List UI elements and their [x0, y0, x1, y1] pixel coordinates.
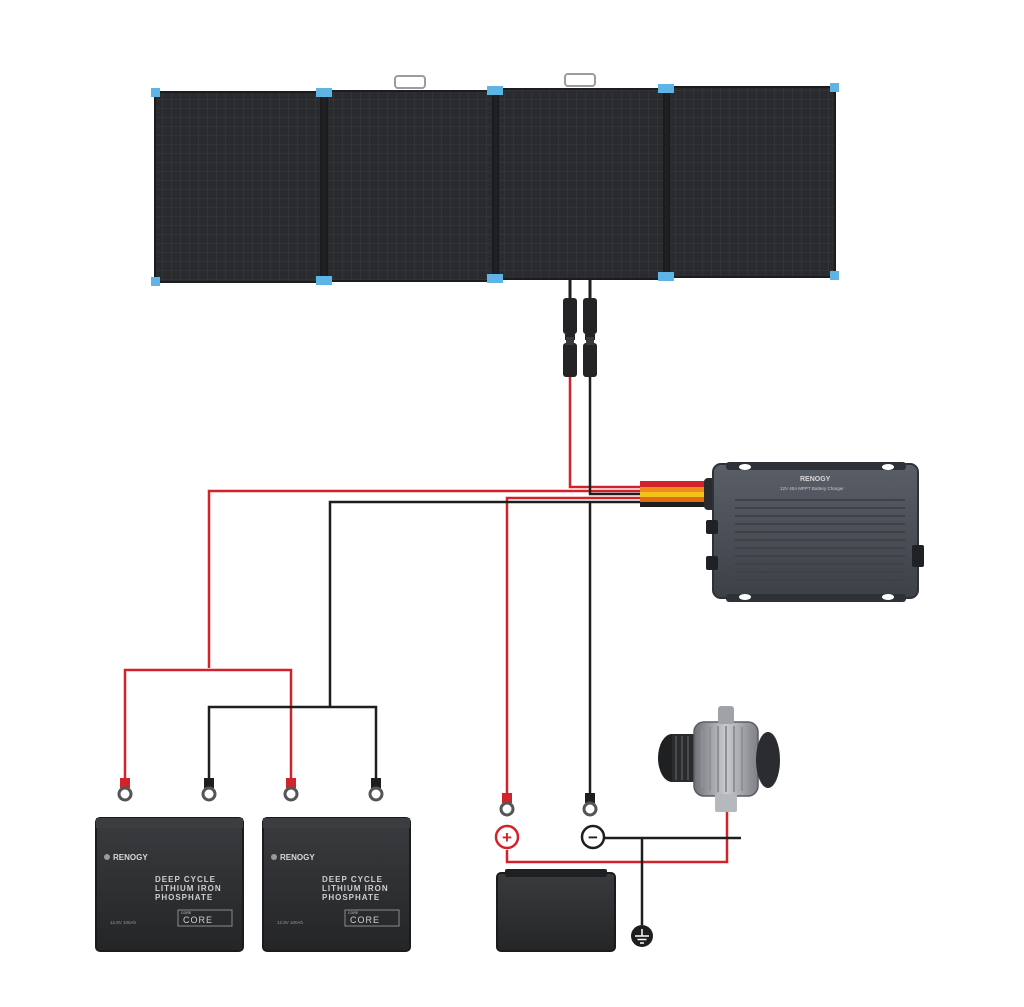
battery-label-line1: DEEP CYCLE [155, 875, 216, 884]
positive-terminal-icon: + [494, 824, 520, 850]
negative-terminal-icon: − [580, 824, 606, 850]
mc4-connectors-icon [563, 298, 597, 377]
positive-wires [123, 377, 729, 864]
ring-terminal-negative [368, 778, 384, 802]
battery-label-line2: LITHIUM IRON [155, 884, 222, 893]
ring-terminals [117, 778, 598, 817]
negative-symbol: − [588, 828, 598, 847]
charger-subtitle: 12V 40A MPPT Battery Charger [780, 486, 844, 491]
battery-core-small: CORE [181, 911, 192, 915]
alternator-icon [658, 706, 780, 812]
battery-label-line1: DEEP CYCLE [322, 875, 383, 884]
solar-panel-icon [151, 73, 839, 300]
battery-spec: 12.8V 100Ah [110, 920, 137, 925]
ring-terminal-positive [117, 778, 133, 802]
charger-brand: RENOGY [800, 476, 831, 483]
charger-cable-bundle [640, 478, 722, 510]
positive-symbol: + [502, 828, 512, 847]
battery-core: CORE [183, 915, 213, 925]
ring-terminal-negative [201, 778, 217, 802]
starter-battery-icon [496, 869, 616, 952]
dc-dc-charger-icon: RENOGY 12V 40A MPPT Battery Charger [706, 462, 924, 602]
ring-terminal-positive [499, 793, 515, 817]
battery-label-line3: PHOSPHATE [322, 893, 380, 902]
battery-brand: RENOGY [113, 853, 148, 862]
ground-icon [631, 925, 653, 947]
battery-core: CORE [350, 915, 380, 925]
negative-wires [207, 377, 741, 925]
battery-label-line3: PHOSPHATE [155, 893, 213, 902]
battery-spec: 12.8V 100Ah [277, 920, 304, 925]
ring-terminal-negative [582, 793, 598, 817]
ring-terminal-positive [283, 778, 299, 802]
house-battery-2: RENOGY DEEP CYCLE LITHIUM IRON PHOSPHATE… [262, 817, 411, 952]
battery-core-small: CORE [348, 911, 359, 915]
house-battery-1: RENOGY DEEP CYCLE LITHIUM IRON PHOSPHATE… [95, 817, 244, 952]
battery-brand: RENOGY [280, 853, 315, 862]
battery-label-line2: LITHIUM IRON [322, 884, 389, 893]
